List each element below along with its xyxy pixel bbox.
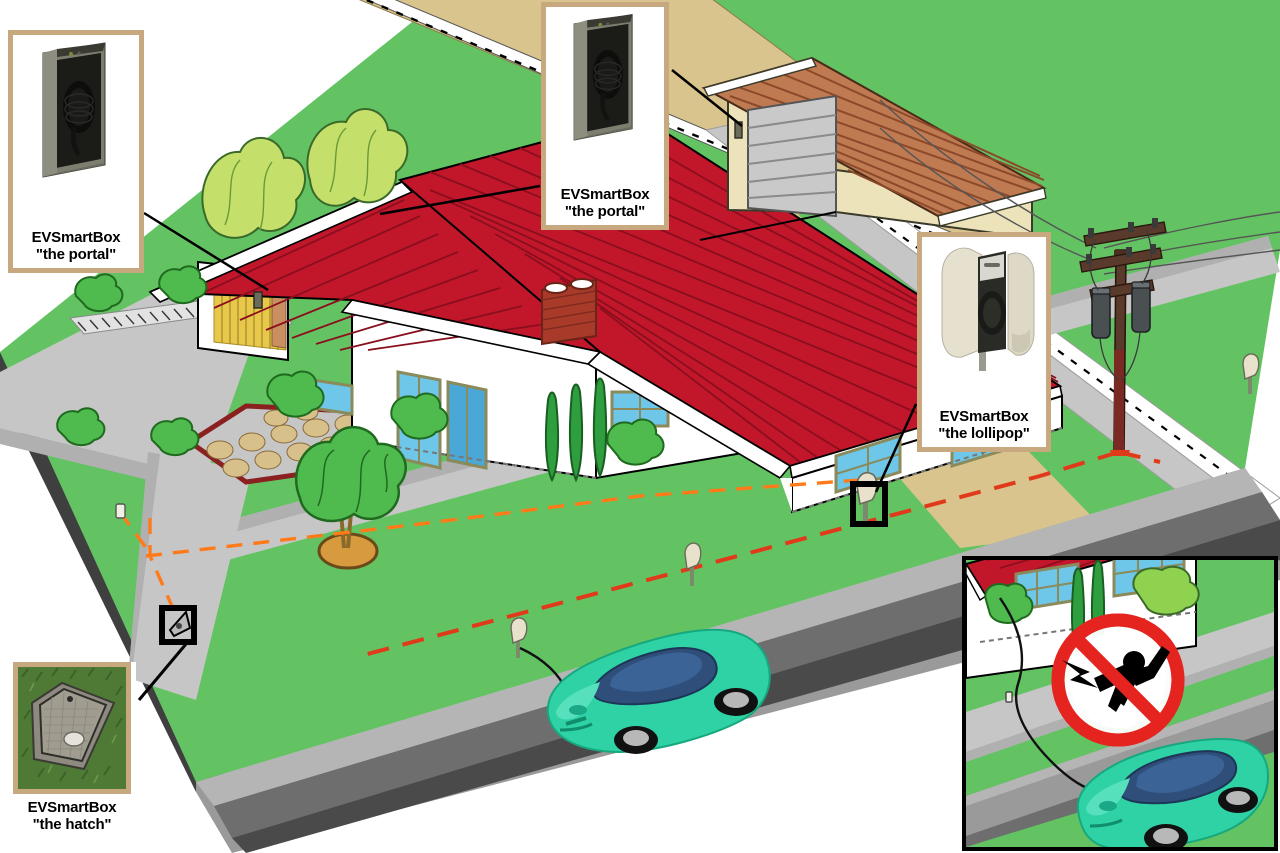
underground-service-lines (118, 450, 1161, 658)
electric-vehicle (519, 628, 771, 754)
portal-photo (546, 7, 664, 185)
vegetation (56, 108, 998, 570)
safety-detail-inset[interactable] (962, 556, 1278, 851)
callout-lollipop[interactable]: EVSmartBox "the lollipop" (917, 232, 1051, 452)
leader-portal-top-house (379, 184, 541, 216)
cypress-trees (544, 377, 608, 483)
callout-caption: EVSmartBox "the portal" (13, 228, 139, 268)
yard-tree (294, 425, 407, 570)
callout-hatch[interactable]: EVSmartBox "the hatch" (8, 662, 136, 850)
callout-leader-lines (137, 69, 918, 701)
inset-vehicle (1076, 738, 1270, 847)
leader-portal-left (143, 211, 269, 292)
curbside-pedestal[interactable] (1242, 353, 1260, 394)
callout-line2: "the hatch" (32, 815, 112, 833)
callout-line2: "the portal" (564, 203, 646, 221)
callout-caption: EVSmartBox "the lollipop" (922, 407, 1046, 447)
callout-caption: EVSmartBox "the portal" (546, 185, 664, 225)
garage-outline-extension (699, 211, 837, 241)
curbside-pedestal-small[interactable] (115, 503, 126, 519)
callout-portal-top[interactable]: EVSmartBox "the portal" (541, 2, 669, 230)
leader-hatch (137, 643, 188, 701)
curbside-pedestal[interactable] (684, 542, 702, 586)
callout-line1: EVSmartBox (27, 799, 117, 816)
portal-photo (13, 35, 139, 228)
callout-line1: EVSmartBox (939, 408, 1029, 426)
curbside-pedestals (115, 353, 1260, 658)
leader-lollipop (874, 403, 918, 493)
transformer (1091, 281, 1151, 339)
house-portal-unit (253, 291, 263, 309)
callout-portal-left[interactable]: EVSmartBox "the portal" (8, 30, 144, 273)
utility-pole (879, 99, 1280, 453)
curbside-pedestal[interactable] (510, 617, 528, 658)
inset-pedestal (1005, 691, 1013, 703)
callout-line1: EVSmartBox (31, 229, 121, 247)
lightning-bolt-glyph (1062, 660, 1098, 688)
callout-caption: EVSmartBox "the hatch" (8, 798, 136, 838)
callout-line2: "the lollipop" (938, 425, 1030, 443)
lollipop-photo (922, 237, 1046, 407)
inset-house (966, 560, 1200, 680)
no-electric-shock-sign (1051, 613, 1185, 747)
hatch-photo (13, 662, 131, 794)
leader-portal-top-garage (671, 69, 743, 127)
trailing-cable (999, 597, 1101, 794)
curbside-pedestal-lollipop[interactable] (850, 471, 888, 527)
hatch-marker[interactable] (159, 605, 197, 645)
chimney (541, 278, 597, 346)
callout-line1: EVSmartBox (560, 186, 650, 204)
lollipop-marker (850, 481, 888, 527)
callout-line2: "the portal" (35, 246, 117, 264)
